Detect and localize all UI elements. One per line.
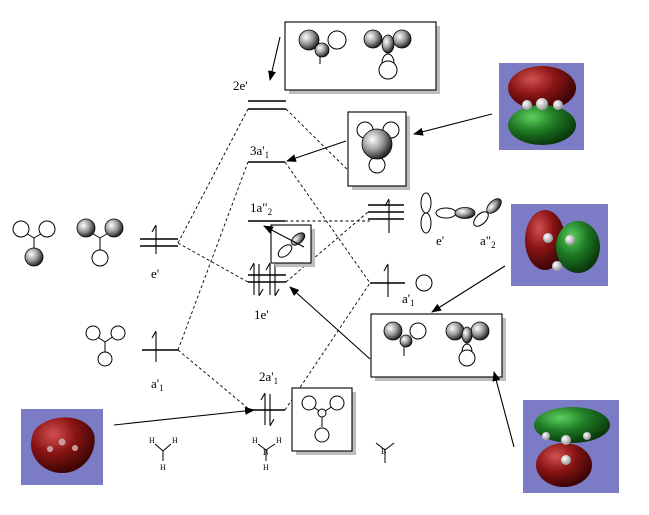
mo-1e-prime: 1e' bbox=[248, 262, 286, 322]
box-2e-orbitals bbox=[284, 21, 440, 94]
mo-1e-label: 1e' bbox=[254, 307, 269, 322]
render-2e bbox=[499, 63, 584, 150]
h3-e-prime-orbitals bbox=[12, 218, 124, 267]
h3-molecule: H H H bbox=[149, 436, 178, 472]
mo-3a1-label: 3a'1 bbox=[250, 143, 269, 160]
bh3-atom-h2: H bbox=[276, 436, 282, 445]
render-2a1 bbox=[21, 409, 103, 485]
electron-pair-3 bbox=[260, 392, 275, 427]
b-s-orbital bbox=[415, 274, 433, 292]
h3-atom-h2: H bbox=[172, 436, 178, 445]
box-1a2-orbital bbox=[270, 224, 315, 267]
correlation-lines bbox=[177, 108, 371, 411]
mo-1a2-label: 1a"2 bbox=[250, 200, 272, 217]
pointer-arrows bbox=[113, 36, 515, 448]
b-pz-orbital bbox=[420, 192, 432, 234]
bh3-atom-h1: H bbox=[252, 436, 258, 445]
b-p-levels bbox=[368, 198, 404, 233]
render-1e bbox=[511, 204, 608, 286]
h3-e-orbital-a bbox=[12, 220, 56, 267]
bh3-molecule: H H B H bbox=[252, 436, 282, 472]
1e-orbital-a bbox=[383, 321, 427, 356]
2e-orbital-b bbox=[363, 29, 412, 80]
box-1e-orbitals bbox=[370, 313, 506, 381]
b-s-level: a'1 bbox=[370, 263, 433, 308]
h3-a1-level: a'1 bbox=[142, 330, 178, 393]
mo-2e-label: 2e' bbox=[233, 78, 248, 93]
h3-atom-h1: H bbox=[149, 436, 155, 445]
h3-e-orbital-b bbox=[76, 218, 124, 267]
mo-3a1: 3a'1 bbox=[248, 143, 285, 163]
h3-a1-orbital bbox=[85, 325, 126, 367]
mo-2a1: 2a'1 bbox=[250, 369, 285, 427]
bh3-atom-b: B bbox=[263, 448, 268, 457]
h3-a1-label: a'1 bbox=[151, 376, 164, 393]
h3-e-label: e' bbox=[151, 266, 159, 281]
b-px-orbital bbox=[435, 207, 476, 219]
h3-atom-h3: H bbox=[160, 463, 166, 472]
b-p-orbitals: e' a"2 bbox=[420, 192, 502, 250]
mo-2a1-label: 2a'1 bbox=[259, 369, 278, 386]
electron-up-arrow bbox=[151, 224, 157, 254]
electron-pair-1 bbox=[249, 262, 264, 297]
electron-pair-2 bbox=[265, 262, 280, 297]
b-a2-label: a"2 bbox=[480, 233, 496, 250]
b-a1-label: a'1 bbox=[402, 291, 415, 308]
b-e-label: e' bbox=[436, 233, 444, 248]
mo-2e-prime: 2e' bbox=[233, 78, 286, 110]
bh3-atom-h3: H bbox=[263, 463, 269, 472]
render-3a1 bbox=[523, 400, 619, 493]
mo-1a2: 1a"2 bbox=[248, 200, 285, 222]
2e-orbital-a bbox=[298, 29, 347, 64]
b-atom: B bbox=[375, 442, 395, 463]
b-atom-label: B bbox=[381, 447, 386, 456]
b-py-orbital bbox=[473, 198, 502, 227]
h3-e-prime-levels: e' bbox=[140, 224, 178, 281]
box-3a1-orbital bbox=[347, 111, 410, 190]
box-2a1-orbital bbox=[291, 387, 356, 455]
1e-orbital-b bbox=[445, 321, 490, 367]
